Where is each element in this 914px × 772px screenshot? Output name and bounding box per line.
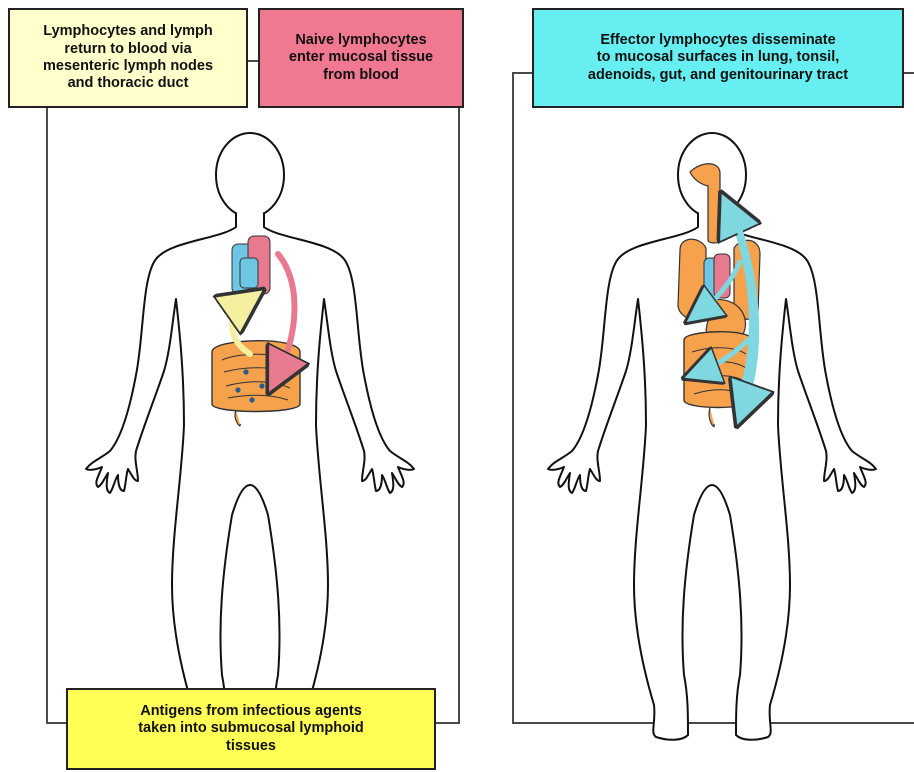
effector-lymphocytes-label: Effector lymphocytes disseminate to muco… bbox=[532, 8, 904, 108]
right-heart bbox=[704, 254, 730, 298]
naive-lymphocytes-label: Naive lymphocytes enter mucosal tissue f… bbox=[258, 8, 464, 108]
left-human-figure bbox=[86, 133, 414, 740]
left-heart bbox=[232, 236, 270, 294]
antigens-label: Antigens from infectious agents taken in… bbox=[66, 688, 436, 770]
right-human-figure bbox=[548, 133, 876, 740]
lymph-return-label: Lymphocytes and lymph return to blood vi… bbox=[8, 8, 248, 108]
